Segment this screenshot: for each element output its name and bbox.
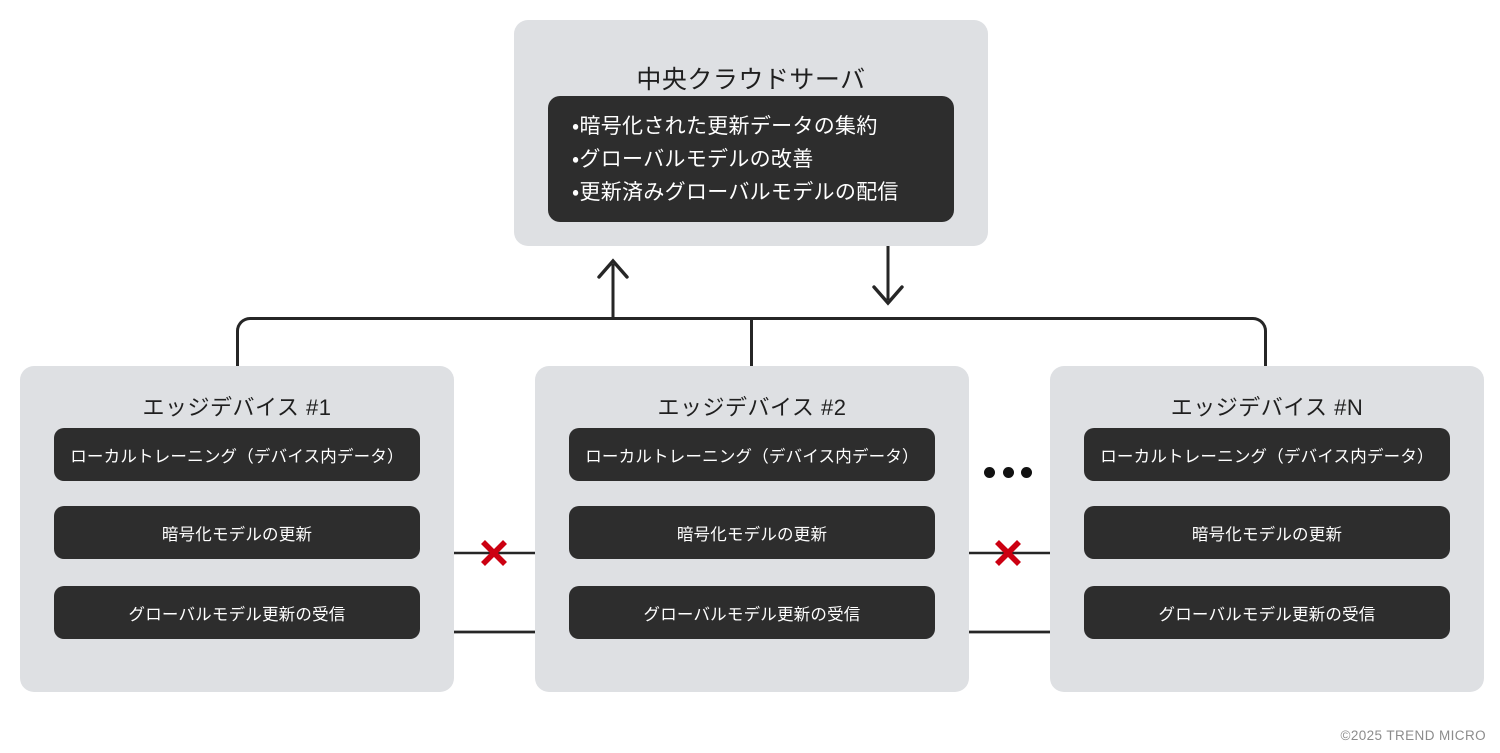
edge-device-2-panel: エッジデバイス #2 ローカルトレーニング（デバイス内データ） 暗号化モデルの更… — [535, 366, 969, 692]
blocked-link-x-icon-2 — [995, 540, 1021, 566]
ellipsis-dot-2 — [1002, 466, 1014, 478]
blocked-link-x-icon-1 — [481, 540, 507, 566]
edge-device-2-local-training-box: ローカルトレーニング（デバイス内データ） — [569, 428, 935, 481]
cloud-bullet-1: ・暗号化された更新データの集約 — [572, 115, 878, 138]
edge-device-1-encrypted-update-box: 暗号化モデルの更新 — [54, 506, 420, 559]
central-cloud-server-panel: 中央クラウドサーバ ・暗号化された更新データの集約 ・グローバルモデルの改善 ・… — [514, 20, 988, 246]
ellipsis-dot-1 — [984, 466, 995, 478]
central-cloud-server-detail-box: ・暗号化された更新データの集約 ・グローバルモデルの改善 ・更新済みグローバルモ… — [548, 96, 954, 222]
edge-device-1-receive-global-box: グローバルモデル更新の受信 — [54, 586, 420, 639]
edge-device-1-title: エッジデバイス #1 — [142, 395, 332, 420]
ellipsis-icon — [984, 462, 1032, 482]
bus-stub-to-device-2 — [750, 318, 753, 368]
upload-to-cloud-arrow — [597, 258, 629, 318]
ellipsis-dot-3 — [1021, 466, 1032, 478]
cloud-bullet-2: ・グローバルモデルの改善 — [572, 148, 814, 171]
central-cloud-server-title: 中央クラウドサーバ — [636, 66, 866, 94]
edge-device-n-panel: エッジデバイス #N ローカルトレーニング（デバイス内データ） 暗号化モデルの更… — [1050, 366, 1484, 692]
edge-device-2-encrypted-update-box: 暗号化モデルの更新 — [569, 506, 935, 559]
edge-device-2-receive-global-box: グローバルモデル更新の受信 — [569, 586, 935, 639]
edge-device-1-panel: エッジデバイス #1 ローカルトレーニング（デバイス内データ） 暗号化モデルの更… — [20, 366, 454, 692]
cloud-bullet-3: ・更新済みグローバルモデルの配信 — [572, 181, 899, 204]
edge-device-n-encrypted-update-box: 暗号化モデルの更新 — [1084, 506, 1450, 559]
edge-device-n-receive-global-box: グローバルモデル更新の受信 — [1084, 586, 1450, 639]
edge-device-n-local-training-box: ローカルトレーニング（デバイス内データ） — [1084, 428, 1450, 481]
download-from-cloud-arrow — [872, 246, 904, 306]
edge-device-2-title: エッジデバイス #2 — [657, 395, 847, 420]
edge-device-1-local-training-box: ローカルトレーニング（デバイス内データ） — [54, 428, 420, 481]
copyright-text: ©2025 TREND MICRO — [1340, 728, 1486, 743]
edge-device-n-title: エッジデバイス #N — [1170, 395, 1364, 420]
